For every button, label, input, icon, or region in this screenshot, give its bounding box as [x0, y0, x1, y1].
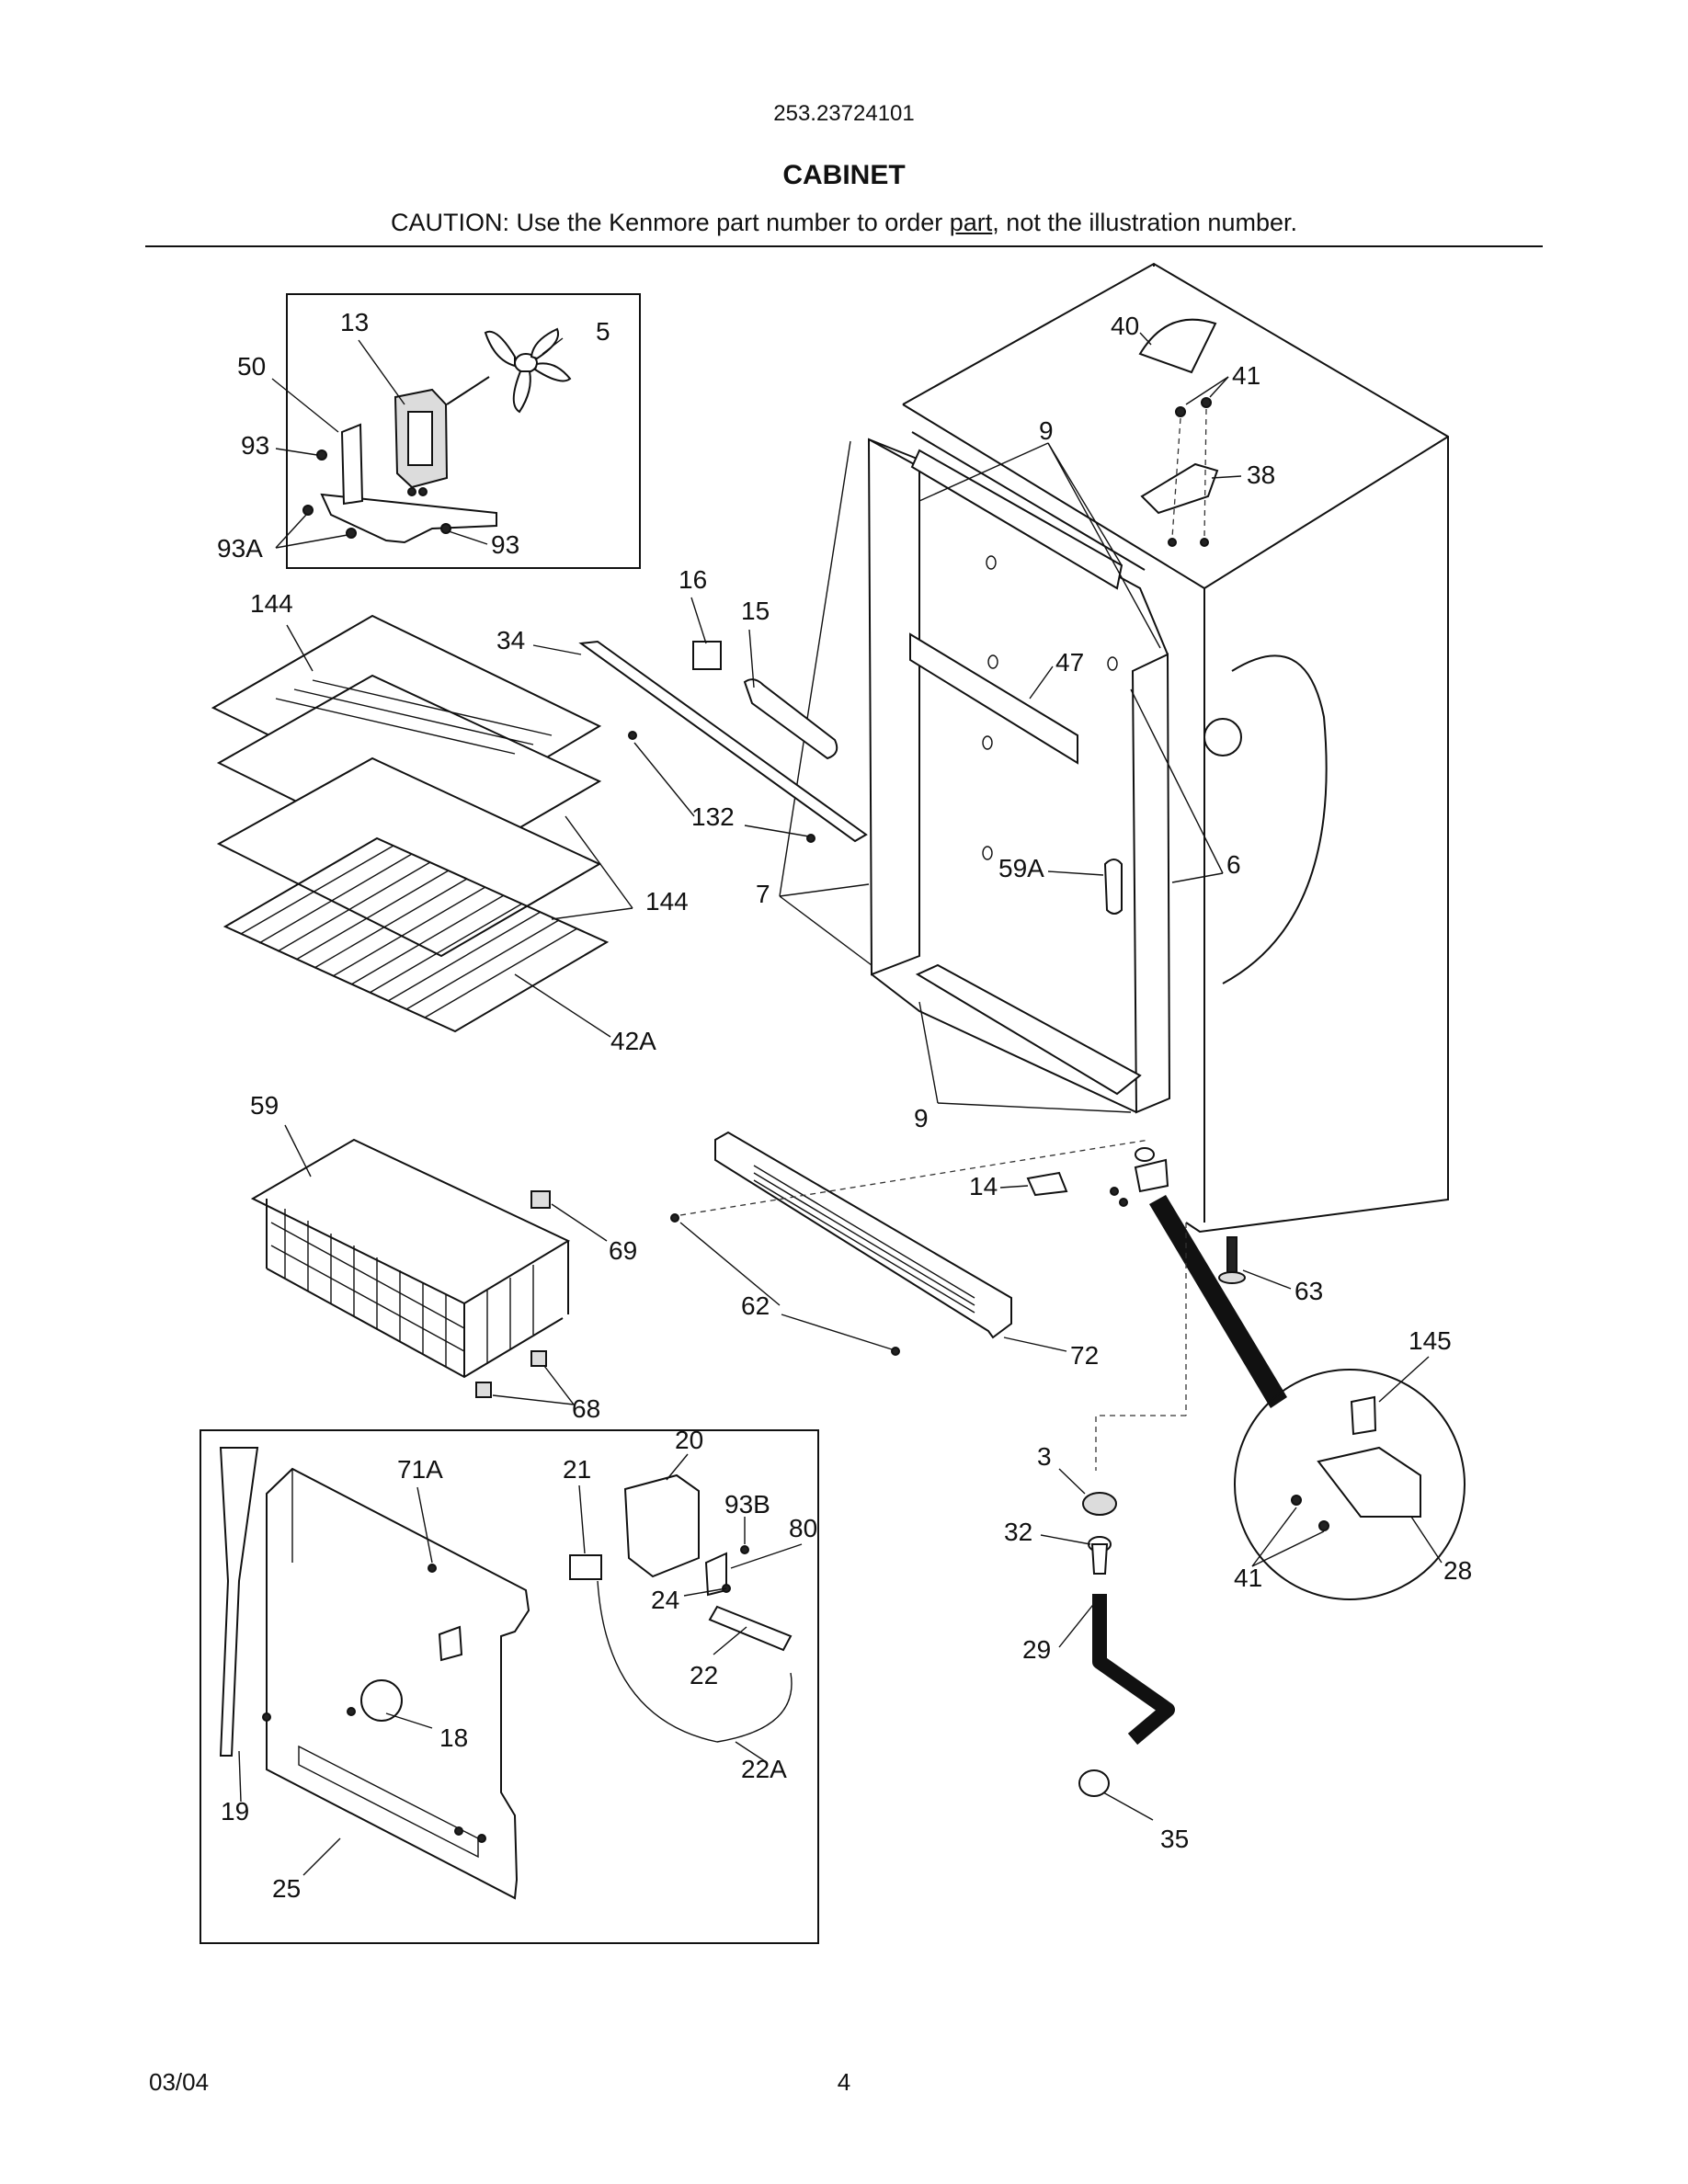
- label-47: 47: [1055, 648, 1084, 677]
- label-145: 145: [1409, 1326, 1452, 1355]
- label-68: 68: [572, 1394, 600, 1423]
- label-15: 15: [741, 597, 770, 625]
- caution-text-suffix: , not the illustration number.: [992, 209, 1297, 236]
- label-5: 5: [596, 317, 610, 346]
- label-35: 35: [1160, 1825, 1189, 1853]
- label-42A: 42A: [610, 1027, 656, 1055]
- label-144-top: 144: [250, 589, 293, 618]
- toe-grille-group: 62 72: [670, 1131, 1150, 1370]
- cabinet-body: 40 41 9 38 47 59A 6 7 9 14 63: [756, 262, 1449, 1305]
- label-41-bottom: 41: [1234, 1564, 1262, 1592]
- label-59: 59: [250, 1091, 279, 1120]
- label-69: 69: [609, 1236, 637, 1265]
- label-62: 62: [741, 1291, 770, 1320]
- label-32: 32: [1004, 1518, 1032, 1546]
- label-13: 13: [340, 308, 369, 336]
- label-59A: 59A: [998, 854, 1044, 882]
- fan-motor-inset: 13 5 50 93 93A 93: [217, 293, 641, 569]
- label-20: 20: [675, 1426, 703, 1454]
- hinge-detail-inset: 145 28 41: [1149, 1195, 1472, 1600]
- label-71A: 71A: [397, 1455, 443, 1484]
- label-40: 40: [1111, 312, 1139, 340]
- caution-note: CAUTION: Use the Kenmore part number to …: [0, 209, 1688, 237]
- label-28: 28: [1443, 1556, 1472, 1585]
- shelves-group: 144 16 15 34 132 144 42A: [211, 565, 868, 1055]
- label-93B: 93B: [724, 1490, 770, 1519]
- footer-date: 03/04: [149, 2068, 210, 2096]
- label-93A: 93A: [217, 534, 263, 563]
- footer-page-number: 4: [837, 2068, 851, 2096]
- label-25: 25: [272, 1874, 301, 1903]
- label-14: 14: [969, 1172, 998, 1200]
- label-22A: 22A: [741, 1755, 787, 1783]
- label-9-top: 9: [1039, 416, 1054, 445]
- label-80: 80: [789, 1514, 817, 1542]
- label-21: 21: [563, 1455, 591, 1484]
- label-7: 7: [756, 880, 770, 908]
- fan-blade: [484, 327, 572, 414]
- label-72: 72: [1070, 1341, 1099, 1370]
- label-34: 34: [496, 626, 525, 654]
- section-title: CABINET: [782, 160, 906, 190]
- header-rule: [145, 245, 1543, 247]
- model-number: 253.23724101: [773, 101, 915, 126]
- label-19: 19: [221, 1797, 249, 1826]
- label-41-top: 41: [1232, 361, 1260, 390]
- label-24: 24: [651, 1586, 679, 1614]
- drain-parts-group: 3 32 29 35: [1004, 1415, 1189, 1853]
- label-16: 16: [679, 565, 707, 594]
- label-63: 63: [1295, 1277, 1323, 1305]
- label-22: 22: [690, 1661, 718, 1689]
- label-132: 132: [691, 802, 735, 831]
- caution-underlined-word: part: [949, 209, 993, 236]
- label-29: 29: [1022, 1635, 1051, 1664]
- label-144-bottom: 144: [645, 887, 689, 916]
- caution-text-prefix: CAUTION: Use the Kenmore part number to …: [391, 209, 950, 236]
- label-93-b: 93: [491, 530, 519, 559]
- label-50: 50: [237, 352, 266, 381]
- label-93-a: 93: [241, 431, 269, 460]
- basket-group: 59 69 68: [250, 1091, 637, 1423]
- label-38: 38: [1247, 461, 1275, 489]
- label-18: 18: [439, 1723, 468, 1752]
- label-6: 6: [1226, 850, 1241, 879]
- control-cover-inset: 20 71A 21 93B 80 24 22 18 22A 19 25: [200, 1426, 819, 1944]
- label-9-bottom: 9: [914, 1104, 929, 1132]
- label-3: 3: [1037, 1442, 1052, 1471]
